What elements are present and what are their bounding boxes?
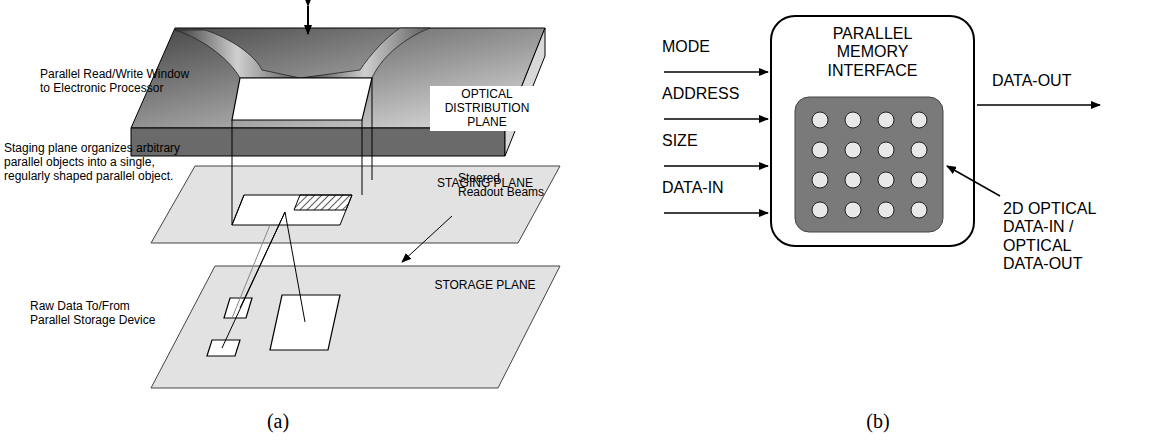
memory-interface-box: PARALLEL MEMORY INTERFACE <box>770 15 975 247</box>
callout-label: Steered Readout Beams <box>458 172 548 200</box>
leader-lines <box>402 216 452 262</box>
read-write-window <box>175 6 430 120</box>
node-label: STORAGE PLANE <box>425 279 545 293</box>
optical-port-square <box>795 97 943 232</box>
panel-label: (a) <box>258 410 298 433</box>
signal-name: DATA-OUT <box>992 72 1102 90</box>
callout-note: Raw Data To/From Parallel Storage Device <box>30 300 160 328</box>
signal-name: DATA-IN <box>662 179 762 197</box>
callout-note: Staging plane organizes arbitrary parall… <box>4 142 189 183</box>
node-label: PARALLEL MEMORY INTERFACE <box>795 25 950 80</box>
panel-label: (b) <box>858 410 898 433</box>
callout-note: Parallel Read/Write Window to Electronic… <box>40 68 190 96</box>
readout-beams <box>222 212 305 348</box>
callout-label: 2D OPTICAL DATA-IN / OPTICAL DATA-OUT <box>1003 200 1113 274</box>
node-label: OPTICAL DISTRIBUTION PLANE <box>430 86 544 131</box>
staging-plane: STAGING PLANE <box>150 165 562 245</box>
signal-name: MODE <box>662 38 762 56</box>
signal-name: SIZE <box>662 132 762 150</box>
storage-regions <box>207 295 340 356</box>
staging-window-box <box>232 78 372 225</box>
signal-name: ADDRESS <box>662 85 762 103</box>
storage-plane: STORAGE PLANE <box>150 265 562 390</box>
